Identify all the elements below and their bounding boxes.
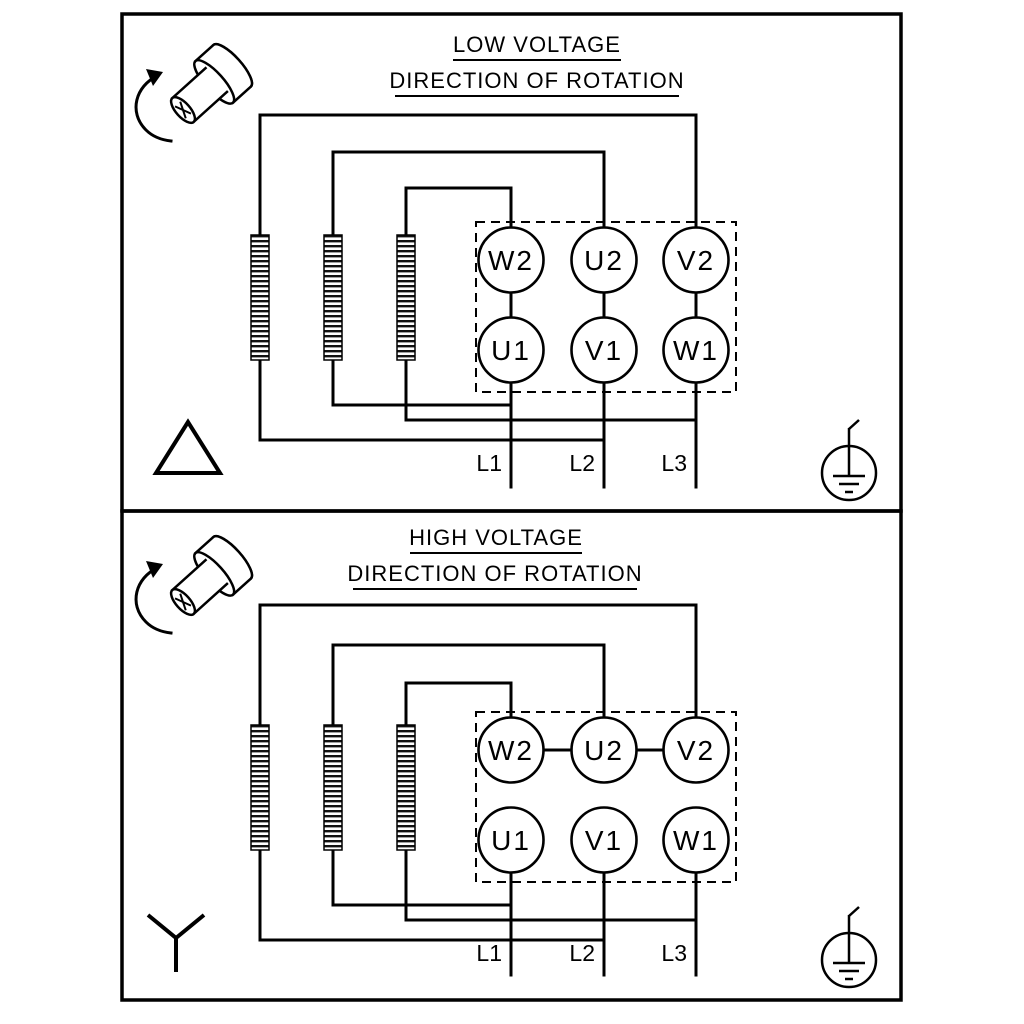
terminal-label: U2 — [584, 245, 624, 276]
supply-label-l3: L3 — [661, 940, 687, 966]
terminal-w1: W1 — [662, 806, 730, 874]
panel-low-voltage: LOW VOLTAGE DIRECTION OF ROTATION W2 U2 — [120, 12, 903, 513]
winding-coil — [396, 234, 416, 361]
terminal-w2: W2 — [477, 226, 545, 294]
terminal-circle — [570, 226, 638, 294]
wye-icon — [146, 913, 206, 972]
terminal-circle — [570, 316, 638, 384]
winding-coil — [323, 234, 343, 361]
winding-wire-outer — [258, 113, 698, 442]
panel-subtitle: DIRECTION OF ROTATION — [347, 561, 642, 586]
panel-subtitle: DIRECTION OF ROTATION — [389, 68, 684, 93]
panel-border — [120, 509, 903, 1002]
terminal-circle — [662, 716, 730, 784]
terminal-u1: U1 — [477, 806, 545, 874]
terminal-circle — [570, 716, 638, 784]
winding-coil — [250, 234, 270, 361]
supply-label-l2: L2 — [569, 940, 595, 966]
earth-ground-icon — [820, 905, 878, 989]
delta-icon — [152, 418, 224, 475]
terminal-u2: U2 — [570, 226, 638, 294]
winding-wire-inner — [404, 681, 698, 922]
terminal-circle — [477, 716, 545, 784]
winding-coil — [396, 724, 416, 851]
terminal-circle — [570, 806, 638, 874]
terminal-circle — [477, 316, 545, 384]
terminal-label: U2 — [584, 735, 624, 766]
shaft-rotation-icon — [157, 529, 259, 629]
panel-high-voltage: HIGH VOLTAGE DIRECTION OF ROTATION W2 U2 — [120, 509, 903, 1002]
terminal-w1: W1 — [662, 316, 730, 384]
terminal-w2: W2 — [477, 716, 545, 784]
supply-label-l1: L1 — [476, 940, 502, 966]
terminal-box — [475, 711, 737, 883]
rotation-arrow-icon — [134, 566, 173, 635]
terminal-label: U1 — [491, 825, 531, 856]
winding-coil — [323, 724, 343, 851]
supply-lead-wires — [509, 871, 698, 977]
terminal-circle — [477, 806, 545, 874]
winding-wire-inner — [404, 186, 698, 422]
terminal-label: V2 — [677, 245, 715, 276]
supply-lead-wires — [509, 381, 698, 489]
terminal-label: V1 — [585, 335, 623, 366]
winding-wire-outer — [258, 603, 698, 942]
terminal-v1: V1 — [570, 806, 638, 874]
supply-label-l1: L1 — [476, 450, 502, 476]
winding-coil — [250, 724, 270, 851]
supply-label-l3: L3 — [661, 450, 687, 476]
terminal-label: V1 — [585, 825, 623, 856]
terminal-label: V2 — [677, 735, 715, 766]
winding-wire-middle — [331, 150, 606, 407]
supply-label-l2: L2 — [569, 450, 595, 476]
delta-jumper-links — [509, 291, 698, 319]
terminal-u1: U1 — [477, 316, 545, 384]
shaft-rotation-icon — [157, 37, 259, 137]
terminal-v2: V2 — [662, 716, 730, 784]
panel-title: LOW VOLTAGE — [453, 32, 621, 57]
terminal-label: W1 — [673, 335, 719, 366]
terminal-box — [475, 221, 737, 393]
terminal-circle — [477, 226, 545, 294]
winding-wire-middle — [331, 643, 606, 907]
earth-ground-icon — [820, 418, 878, 502]
terminal-circle — [662, 806, 730, 874]
terminal-circle — [662, 226, 730, 294]
panel-title: HIGH VOLTAGE — [409, 525, 583, 550]
terminal-v2: V2 — [662, 226, 730, 294]
terminal-label: U1 — [491, 335, 531, 366]
terminal-label: W2 — [488, 245, 534, 276]
terminal-circle — [662, 316, 730, 384]
rotation-arrowhead-icon — [146, 561, 163, 578]
terminal-u2: U2 — [570, 716, 638, 784]
rotation-arrow-icon — [134, 74, 173, 143]
rotation-arrowhead-icon — [146, 69, 163, 86]
terminal-label: W2 — [488, 735, 534, 766]
terminal-v1: V1 — [570, 316, 638, 384]
terminal-label: W1 — [673, 825, 719, 856]
